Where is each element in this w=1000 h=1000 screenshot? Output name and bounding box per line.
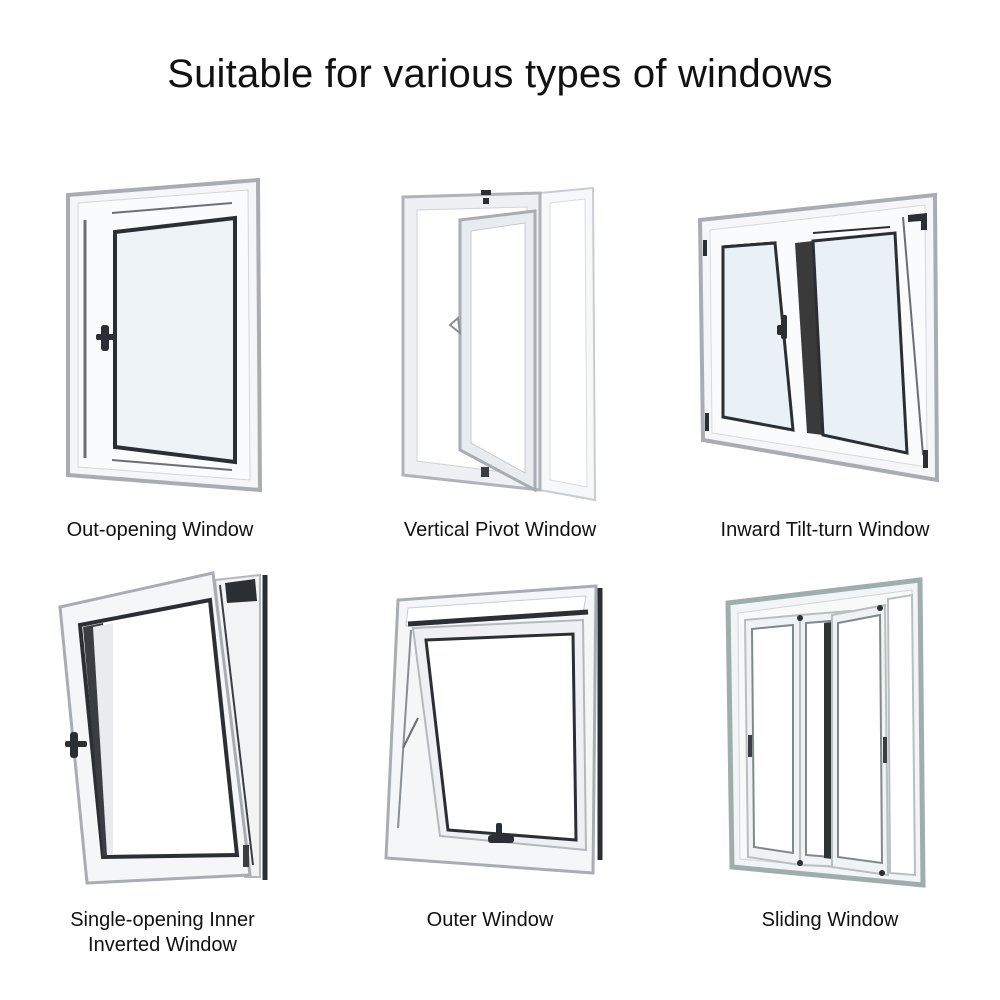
vertical-pivot-window-icon <box>401 186 597 502</box>
window-tile-single-opening-inner-inverted <box>55 565 275 885</box>
window-tile-outer <box>378 578 608 878</box>
window-tile-sliding <box>720 575 930 888</box>
caption-line-2: Inverted Window <box>88 934 237 956</box>
window-tile-out-opening <box>60 175 280 495</box>
window-caption-out-opening: Out-opening Window <box>66 519 254 541</box>
window-caption-single-opening-inner-inverted: Single-opening Inner Inverted Window <box>20 908 305 958</box>
page-title: Suitable for various types of windows <box>167 52 833 96</box>
sliding-window-icon <box>725 577 926 888</box>
out-opening-window-icon <box>66 177 263 493</box>
window-caption-sliding: Sliding Window <box>761 909 899 931</box>
inward-tilt-turn-window-icon <box>697 192 940 483</box>
window-tile-vertical-pivot <box>395 185 605 505</box>
single-opening-inner-inverted-window-icon <box>58 571 268 885</box>
window-caption-outer: Outer Window <box>426 909 554 931</box>
outer-window-icon <box>384 584 603 875</box>
caption-line-1: Single-opening Inner <box>70 909 255 931</box>
window-caption-inward-tilt-turn: Inward Tilt-turn Window <box>720 519 930 541</box>
window-caption-vertical-pivot: Vertical Pivot Window <box>403 519 597 541</box>
window-tile-inward-tilt-turn <box>695 185 945 483</box>
